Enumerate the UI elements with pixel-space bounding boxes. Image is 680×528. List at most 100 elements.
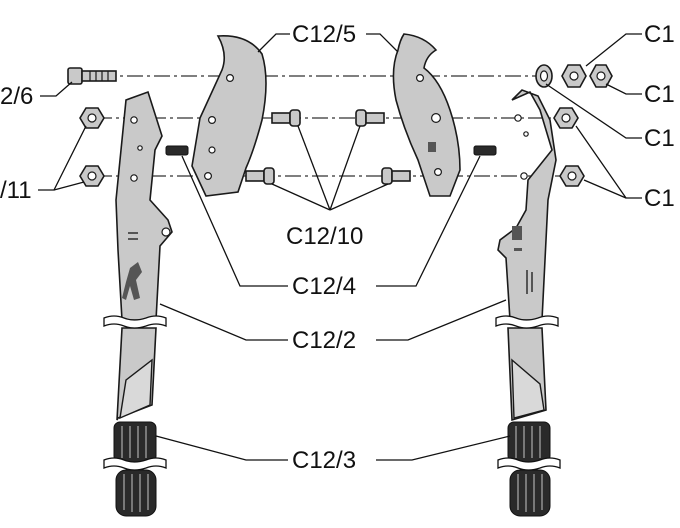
right-handle-mark-3	[531, 272, 533, 292]
leader-c12-4-right	[376, 155, 481, 287]
right-handle-hole-1	[514, 114, 522, 122]
leader-c12-6	[40, 81, 73, 97]
left-grip-upper	[113, 421, 157, 463]
pin-body	[473, 145, 497, 156]
leader-c12-5-right	[366, 33, 399, 53]
left-handle-hole-1	[130, 116, 138, 124]
screw-shank	[245, 170, 265, 182]
leader-c12-11-b	[53, 181, 85, 191]
right-handle	[495, 89, 561, 517]
leader-lines	[38, 33, 642, 461]
screw-shank	[271, 112, 291, 124]
leader-c12-3-left	[155, 435, 288, 461]
leader-c1-4b	[583, 179, 627, 199]
left-handle-mark-2	[128, 238, 138, 240]
screw-3	[245, 167, 275, 185]
pin-right	[473, 145, 497, 156]
left-blade-hole-3	[208, 146, 216, 154]
label-c12-6: 2/6	[0, 83, 33, 110]
leader-c1-1	[585, 33, 642, 67]
leader-c12-10-4	[329, 183, 389, 211]
label-c12-2: C12/2	[292, 327, 356, 354]
nut-right-middle	[553, 107, 579, 129]
nut-bore	[569, 71, 579, 81]
pin-body	[165, 145, 189, 156]
left-handle	[103, 90, 173, 517]
assembly-axes	[96, 75, 572, 177]
left-blade-hole-2	[208, 115, 217, 124]
label-c1-4: C1	[644, 185, 675, 212]
leader-c1-2	[605, 83, 642, 95]
leader-c1-4a	[575, 125, 642, 199]
screw-head	[289, 109, 301, 127]
label-c1-2: C1	[644, 81, 675, 108]
right-blade	[392, 33, 461, 197]
screw-head	[381, 167, 393, 185]
bolt-shank	[81, 70, 117, 82]
leader-c1-3	[545, 83, 642, 139]
label-c1-3: C1	[644, 125, 675, 152]
left-handle-bevel	[119, 358, 153, 420]
right-blade-hole-3	[434, 168, 443, 177]
left-handle-break	[103, 315, 167, 329]
bolt-head	[67, 67, 83, 85]
left-handle-pivot	[161, 227, 171, 237]
callout-labels: 2/6 C12/5 C1 C1 C1 C1 /11 C12/10 C12/4 C…	[0, 21, 675, 474]
right-blade-logo	[428, 142, 436, 152]
leader-c12-11-a	[38, 125, 87, 191]
left-grip-break	[103, 457, 167, 471]
leader-c12-2-left	[159, 303, 288, 341]
screw-head	[263, 167, 275, 185]
right-handle-mark-2	[526, 270, 528, 294]
nut-bore	[561, 113, 571, 123]
label-c1-1: C1	[644, 21, 675, 48]
nut-right-bottom	[559, 165, 585, 187]
nut-right-top-2	[589, 64, 613, 88]
nut-left-lower	[79, 165, 105, 187]
right-blade-hole-1	[416, 73, 425, 82]
nut-bore	[87, 171, 97, 181]
right-handle-mark-1	[514, 248, 522, 251]
right-grip-lower	[509, 469, 551, 517]
leader-c12-3-right	[376, 435, 511, 461]
label-c12-10: C12/10	[286, 223, 363, 250]
nut-bore	[596, 71, 606, 81]
left-grip	[103, 421, 167, 517]
right-grip-break	[497, 457, 561, 471]
bolt-c12-6	[67, 67, 117, 85]
screw-1	[271, 109, 301, 127]
screw-head	[355, 109, 367, 127]
leader-c12-2-right	[376, 299, 507, 341]
leader-c12-5-left	[257, 33, 290, 53]
nut-right-top-1	[561, 64, 587, 88]
right-handle-logo	[512, 226, 522, 240]
washer-right	[535, 64, 553, 88]
left-handle-hole-2	[130, 174, 138, 182]
nut-left-upper	[79, 107, 105, 129]
leader-c12-4-left	[181, 155, 288, 287]
label-c12-4: C12/4	[292, 273, 356, 300]
nut-bore	[87, 113, 97, 123]
left-blade-hole-1	[226, 73, 235, 82]
label-c12-5: C12/5	[292, 21, 356, 48]
left-handle-figure	[122, 262, 142, 300]
screw-4	[381, 167, 411, 185]
screw-2	[355, 109, 385, 127]
leader-c12-10-1	[297, 125, 331, 211]
right-grip	[497, 421, 561, 517]
leader-c12-10-3	[271, 183, 331, 211]
screw-shank	[391, 170, 411, 182]
right-handle-bevel	[511, 358, 545, 419]
pin-left	[165, 145, 189, 156]
label-c12-3: C12/3	[292, 447, 356, 474]
leader-c12-10-2	[329, 125, 361, 211]
right-handle-break	[495, 315, 559, 329]
left-handle-body	[115, 90, 173, 321]
right-grip-upper	[507, 421, 551, 463]
nut-bore	[567, 171, 577, 181]
washer-bore	[539, 70, 549, 82]
label-c12-11: /11	[0, 177, 32, 204]
right-blade-hole-2	[431, 112, 442, 123]
right-handle-hole-3	[523, 131, 529, 137]
left-grip-lower	[115, 469, 157, 517]
